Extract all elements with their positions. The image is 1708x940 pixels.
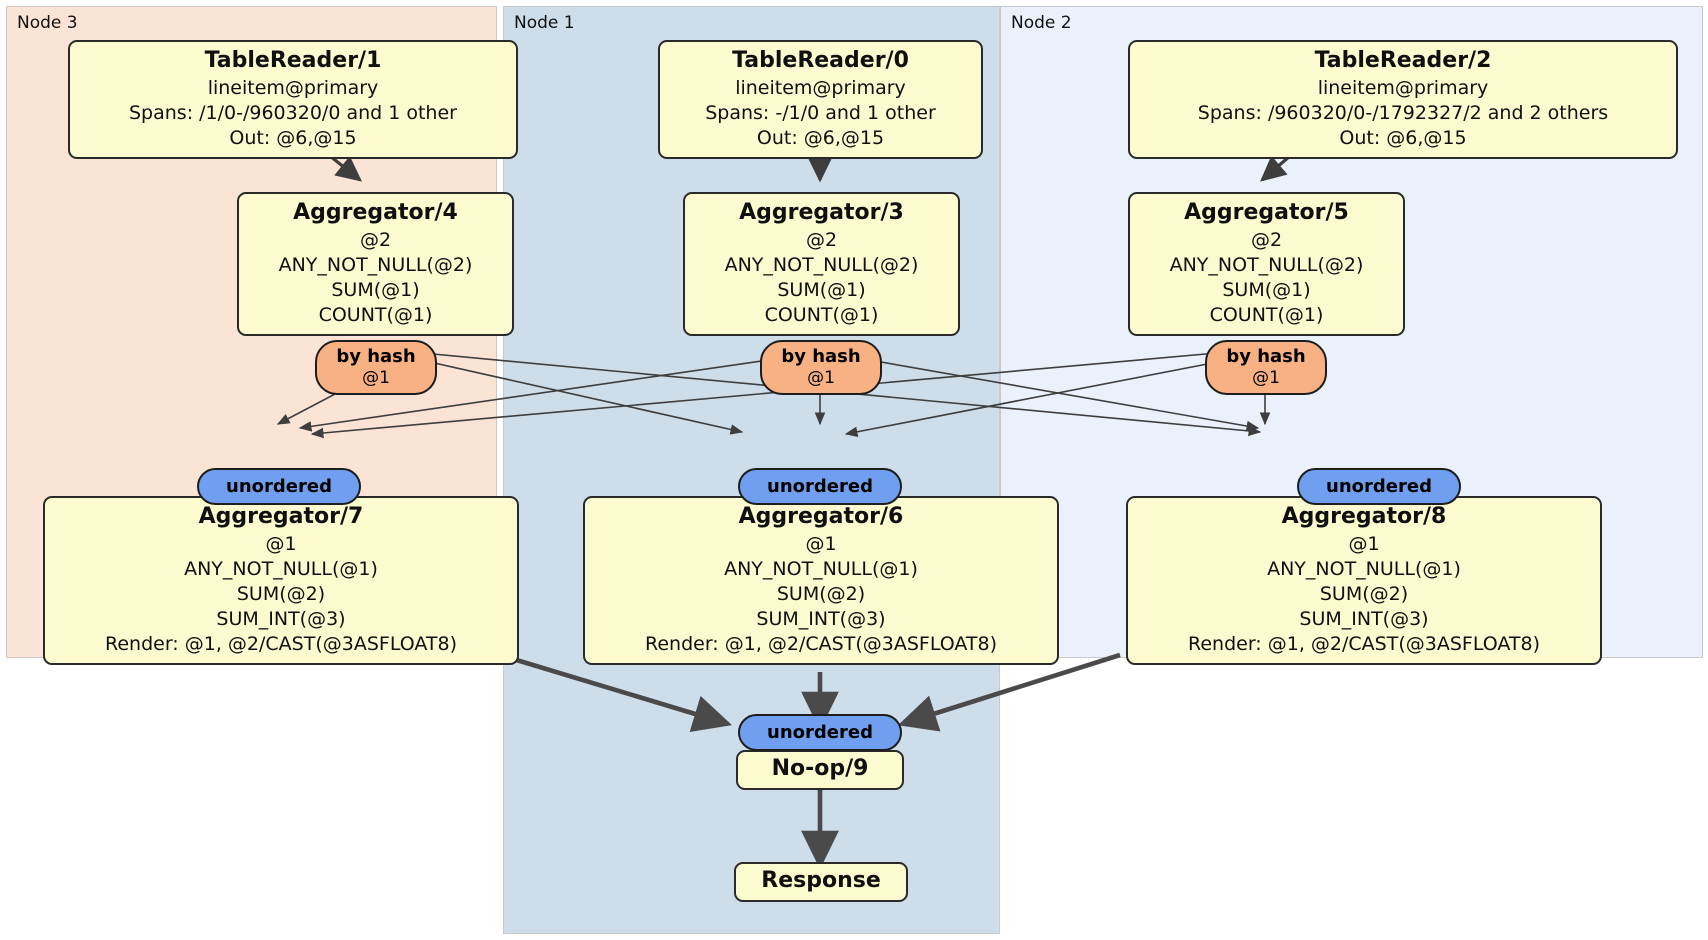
processor-table-reader-1[interactable]: TableReader/1 lineitem@primary Spans: /1… (68, 40, 518, 159)
synchronizer-label: unordered (1326, 476, 1432, 497)
processor-detail-line: Out: @6,@15 (229, 127, 357, 149)
processor-render-line: Render: @1, @2/CAST(@3ASFLOAT8) (645, 633, 997, 655)
processor-detail-line: COUNT(@1) (318, 304, 433, 326)
processor-detail-line: ANY_NOT_NULL(@2) (278, 254, 473, 276)
node-label-node2: Node 2 (1011, 13, 1072, 33)
processor-detail-line: SUM(@2) (776, 583, 866, 605)
processor-detail-line: lineitem@primary (735, 77, 906, 99)
processor-detail-line: SUM(@1) (331, 279, 420, 301)
processor-detail-line: Spans: /1/0-/960320/0 and 1 other (129, 102, 457, 124)
processor-detail-line: @2 (359, 229, 392, 251)
hash-router-label: by hash (781, 346, 861, 367)
processor-noop-9[interactable]: No-op/9 (736, 750, 904, 790)
processor-detail-line: COUNT(@1) (764, 304, 879, 326)
hash-router-aggregator-3[interactable]: by hash @1 (760, 340, 882, 395)
hash-router-aggregator-5[interactable]: by hash @1 (1205, 340, 1327, 395)
processor-detail-line: SUM_INT(@3) (756, 608, 886, 630)
hash-router-column: @1 (807, 368, 835, 388)
processor-aggregator-8[interactable]: Aggregator/8 @1 ANY_NOT_NULL(@1) SUM(@2)… (1126, 496, 1602, 665)
processor-detail-line: ANY_NOT_NULL(@1) (184, 558, 378, 580)
processor-table-reader-2[interactable]: TableReader/2 lineitem@primary Spans: /9… (1128, 40, 1678, 159)
processor-detail-line: lineitem@primary (207, 77, 379, 99)
node-label-node1: Node 1 (514, 13, 575, 33)
processor-aggregator-4[interactable]: Aggregator/4 @2 ANY_NOT_NULL(@2) SUM(@1)… (237, 192, 514, 336)
processor-render-line: Render: @1, @2/CAST(@3ASFLOAT8) (105, 633, 457, 655)
synchronizer-aggregator-7[interactable]: unordered (197, 468, 361, 505)
processor-table-reader-0[interactable]: TableReader/0 lineitem@primary Spans: -/… (658, 40, 983, 159)
processor-title: TableReader/2 (1314, 48, 1492, 73)
node-label-node3: Node 3 (17, 13, 78, 33)
processor-title: TableReader/0 (732, 48, 909, 73)
processor-title: Aggregator/5 (1184, 200, 1349, 225)
processor-aggregator-5[interactable]: Aggregator/5 @2 ANY_NOT_NULL(@2) SUM(@1)… (1128, 192, 1405, 336)
processor-title: No-op/9 (771, 756, 869, 781)
hash-router-aggregator-4[interactable]: by hash @1 (315, 340, 437, 395)
processor-detail-line: ANY_NOT_NULL(@1) (724, 558, 918, 580)
processor-detail-line: @1 (1348, 533, 1380, 555)
synchronizer-noop-9[interactable]: unordered (738, 714, 902, 751)
processor-detail-line: Spans: -/1/0 and 1 other (705, 102, 936, 124)
hash-router-column: @1 (1252, 368, 1280, 388)
processor-title: Aggregator/3 (739, 200, 904, 225)
processor-detail-line: ANY_NOT_NULL(@2) (1169, 254, 1364, 276)
processor-detail-line: Out: @6,@15 (756, 127, 885, 149)
synchronizer-label: unordered (226, 476, 332, 497)
synchronizer-aggregator-8[interactable]: unordered (1297, 468, 1461, 505)
processor-detail-line: SUM_INT(@3) (1299, 608, 1429, 630)
processor-detail-line: Spans: /960320/0-/1792327/2 and 2 others (1197, 102, 1609, 124)
processor-detail-line: SUM(@1) (777, 279, 866, 301)
processor-aggregator-3[interactable]: Aggregator/3 @2 ANY_NOT_NULL(@2) SUM(@1)… (683, 192, 960, 336)
processor-detail-line: ANY_NOT_NULL(@2) (724, 254, 919, 276)
processor-detail-line: SUM(@2) (236, 583, 326, 605)
synchronizer-label: unordered (767, 722, 873, 743)
processor-title: Aggregator/6 (738, 504, 904, 529)
synchronizer-aggregator-6[interactable]: unordered (738, 468, 902, 505)
processor-render-line: Render: @1, @2/CAST(@3ASFLOAT8) (1188, 633, 1540, 655)
processor-detail-line: lineitem@primary (1317, 77, 1489, 99)
processor-detail-line: COUNT(@1) (1209, 304, 1324, 326)
processor-title: Aggregator/4 (293, 200, 458, 225)
hash-router-label: by hash (1226, 346, 1306, 367)
synchronizer-label: unordered (767, 476, 873, 497)
hash-router-label: by hash (336, 346, 416, 367)
processor-detail-line: @1 (265, 533, 297, 555)
processor-title: Aggregator/7 (198, 504, 364, 529)
processor-detail-line: @2 (805, 229, 838, 251)
processor-response[interactable]: Response (734, 862, 908, 902)
processor-detail-line: Out: @6,@15 (1339, 127, 1467, 149)
processor-detail-line: SUM_INT(@3) (216, 608, 346, 630)
processor-detail-line: @1 (805, 533, 837, 555)
processor-title: Aggregator/8 (1281, 504, 1447, 529)
processor-title: Response (761, 868, 881, 893)
processor-aggregator-7[interactable]: Aggregator/7 @1 ANY_NOT_NULL(@1) SUM(@2)… (43, 496, 519, 665)
processor-detail-line: SUM(@2) (1319, 583, 1409, 605)
processor-aggregator-6[interactable]: Aggregator/6 @1 ANY_NOT_NULL(@1) SUM(@2)… (583, 496, 1059, 665)
processor-detail-line: ANY_NOT_NULL(@1) (1267, 558, 1461, 580)
processor-detail-line: @2 (1250, 229, 1283, 251)
processor-title: TableReader/1 (204, 48, 382, 73)
hash-router-column: @1 (362, 368, 390, 388)
processor-detail-line: SUM(@1) (1222, 279, 1311, 301)
